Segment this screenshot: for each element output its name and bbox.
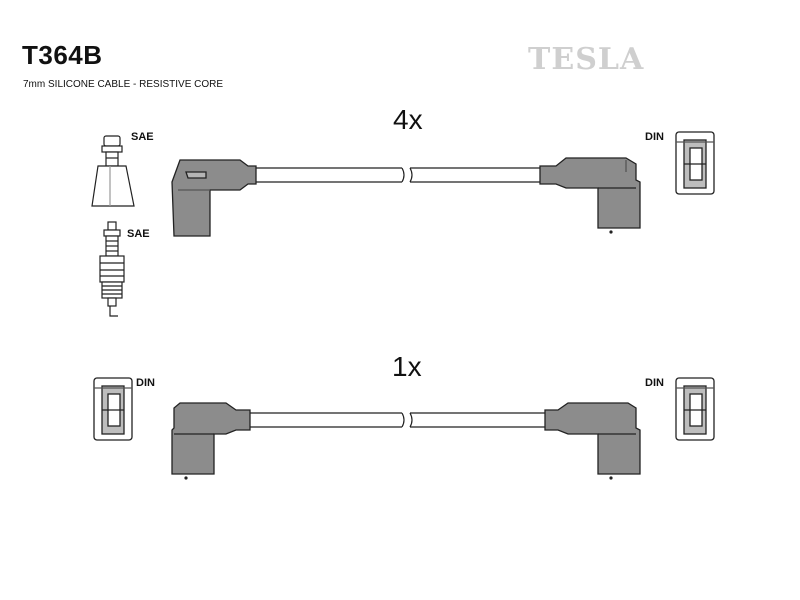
top-right-boot-icon [539,157,641,234]
bottom-right-boot-icon [544,402,641,480]
din-socket-bottom-right-icon [675,377,715,441]
din-bottom-left-label: DIN [136,377,155,389]
brand-logo: TESLA [528,42,645,77]
bottom-cable [93,377,715,480]
sae-cap-icon [91,135,135,207]
din-socket-top-icon [675,131,715,195]
product-subtitle: 7mm SILICONE CABLE - RESISTIVE CORE [23,79,224,90]
bottom-left-boot-icon [171,402,251,480]
part-number: T364B [22,40,103,70]
din-top-label: DIN [645,131,664,143]
sae-spark-plug-icon [99,221,125,317]
din-socket-bottom-left-icon [93,377,133,441]
din-bottom-right-label: DIN [645,377,664,389]
sae-cap-label: SAE [131,131,154,143]
top-cable-quantity: 4x [393,104,423,135]
sae-plug-label: SAE [127,228,150,240]
bottom-cable-quantity: 1x [392,351,422,382]
top-cable [171,131,715,237]
top-left-boot-icon [171,159,257,237]
